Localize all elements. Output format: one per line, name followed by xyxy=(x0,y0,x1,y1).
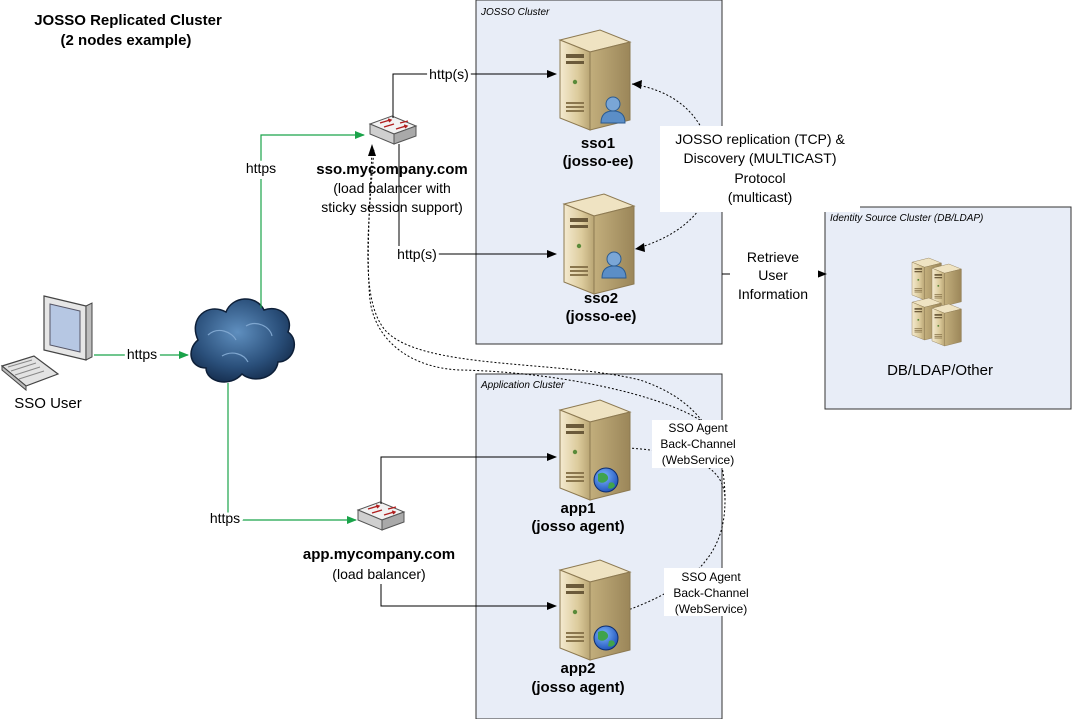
app1-globe-icon xyxy=(593,467,619,493)
replication-line2: Discovery (MULTICAST) xyxy=(684,150,837,166)
sso-lb-host: sso.mycompany.com xyxy=(316,161,467,178)
sso-lb-to-sso1-link xyxy=(392,70,557,118)
backchannel2-line3: (WebService) xyxy=(675,602,747,616)
replication-arrow-bottom xyxy=(635,243,645,252)
replication-arrow-top xyxy=(632,80,642,89)
identity-cluster-label: Identity Source Cluster (DB/LDAP) xyxy=(830,213,983,224)
replication-label: JOSSO replication (TCP) & Discovery (MUL… xyxy=(660,126,860,212)
sso2-name: sso2 xyxy=(584,290,618,307)
app1-role: (josso agent) xyxy=(531,518,624,535)
app1-name: app1 xyxy=(560,500,595,517)
backchannel2-label: SSO Agent Back-Channel (WebService) xyxy=(664,568,758,616)
sso2-server-icon xyxy=(563,193,635,295)
identity-store-label: DB/LDAP/Other xyxy=(887,362,993,379)
backchannel-arrow xyxy=(368,144,376,156)
replication-line4: (multicast) xyxy=(728,189,793,205)
sso-load-balancer-icon xyxy=(369,115,417,145)
user-https-label: https xyxy=(127,346,157,362)
backchannel1-line1: SSO Agent xyxy=(668,421,728,435)
backchannel1-label: SSO Agent Back-Channel (WebService) xyxy=(652,420,744,468)
replication-line1: JOSSO replication (TCP) & xyxy=(675,131,845,147)
app2-name: app2 xyxy=(560,660,595,677)
sso2-http-label: http(s) xyxy=(397,246,437,262)
cloud-to-app-lb-link xyxy=(227,383,357,524)
app-lb-to-app1-link xyxy=(380,453,557,504)
app-lb-desc: (load balancer) xyxy=(332,566,425,582)
sso2-role: (josso-ee) xyxy=(566,308,637,325)
retrieve-line2: User xyxy=(758,267,788,283)
sso-lb-desc2: sticky session support) xyxy=(321,199,463,215)
title-line1: JOSSO Replicated Cluster xyxy=(34,12,222,29)
title-line2: (2 nodes example) xyxy=(61,32,192,49)
workstation-icon xyxy=(0,295,93,392)
backchannel2-line1: SSO Agent xyxy=(681,570,741,584)
application-cluster-label: Application Cluster xyxy=(480,380,565,391)
retrieve-line3: Information xyxy=(738,286,808,302)
sso-user-label: SSO User xyxy=(14,395,82,412)
retrieve-line1: Retrieve xyxy=(747,249,799,265)
backchannel1-line3: (WebService) xyxy=(662,453,734,467)
josso-cluster-label: JOSSO Cluster xyxy=(480,7,550,18)
cloud-to-sso-lb-link xyxy=(260,131,365,308)
sso-lb-to-sso2-link xyxy=(398,144,557,258)
database-servers-icon xyxy=(911,257,962,347)
app-lb-https-label: https xyxy=(210,510,240,526)
app-lb-to-app2-link xyxy=(380,584,557,610)
backchannel1-line2: Back-Channel xyxy=(660,437,735,451)
backchannel2-line2: Back-Channel xyxy=(673,586,748,600)
sso1-name: sso1 xyxy=(581,135,615,152)
sso1-http-label: http(s) xyxy=(429,66,469,82)
replication-line3: Protocol xyxy=(734,170,785,186)
retrieve-label: Retrieve User Information xyxy=(730,246,818,304)
app2-role: (josso agent) xyxy=(531,679,624,696)
sso-lb-desc1: (load balancer with xyxy=(333,180,451,196)
app2-server-icon xyxy=(559,559,631,661)
app2-globe-icon xyxy=(593,625,619,651)
internet-cloud-icon xyxy=(190,298,296,383)
app-load-balancer-icon xyxy=(357,501,405,531)
sso-lb-https-label: https xyxy=(246,160,276,176)
app-lb-host: app.mycompany.com xyxy=(303,546,455,563)
backchannel-to-sso-lb-link-2 xyxy=(367,149,701,421)
sso1-role: (josso-ee) xyxy=(563,153,634,170)
